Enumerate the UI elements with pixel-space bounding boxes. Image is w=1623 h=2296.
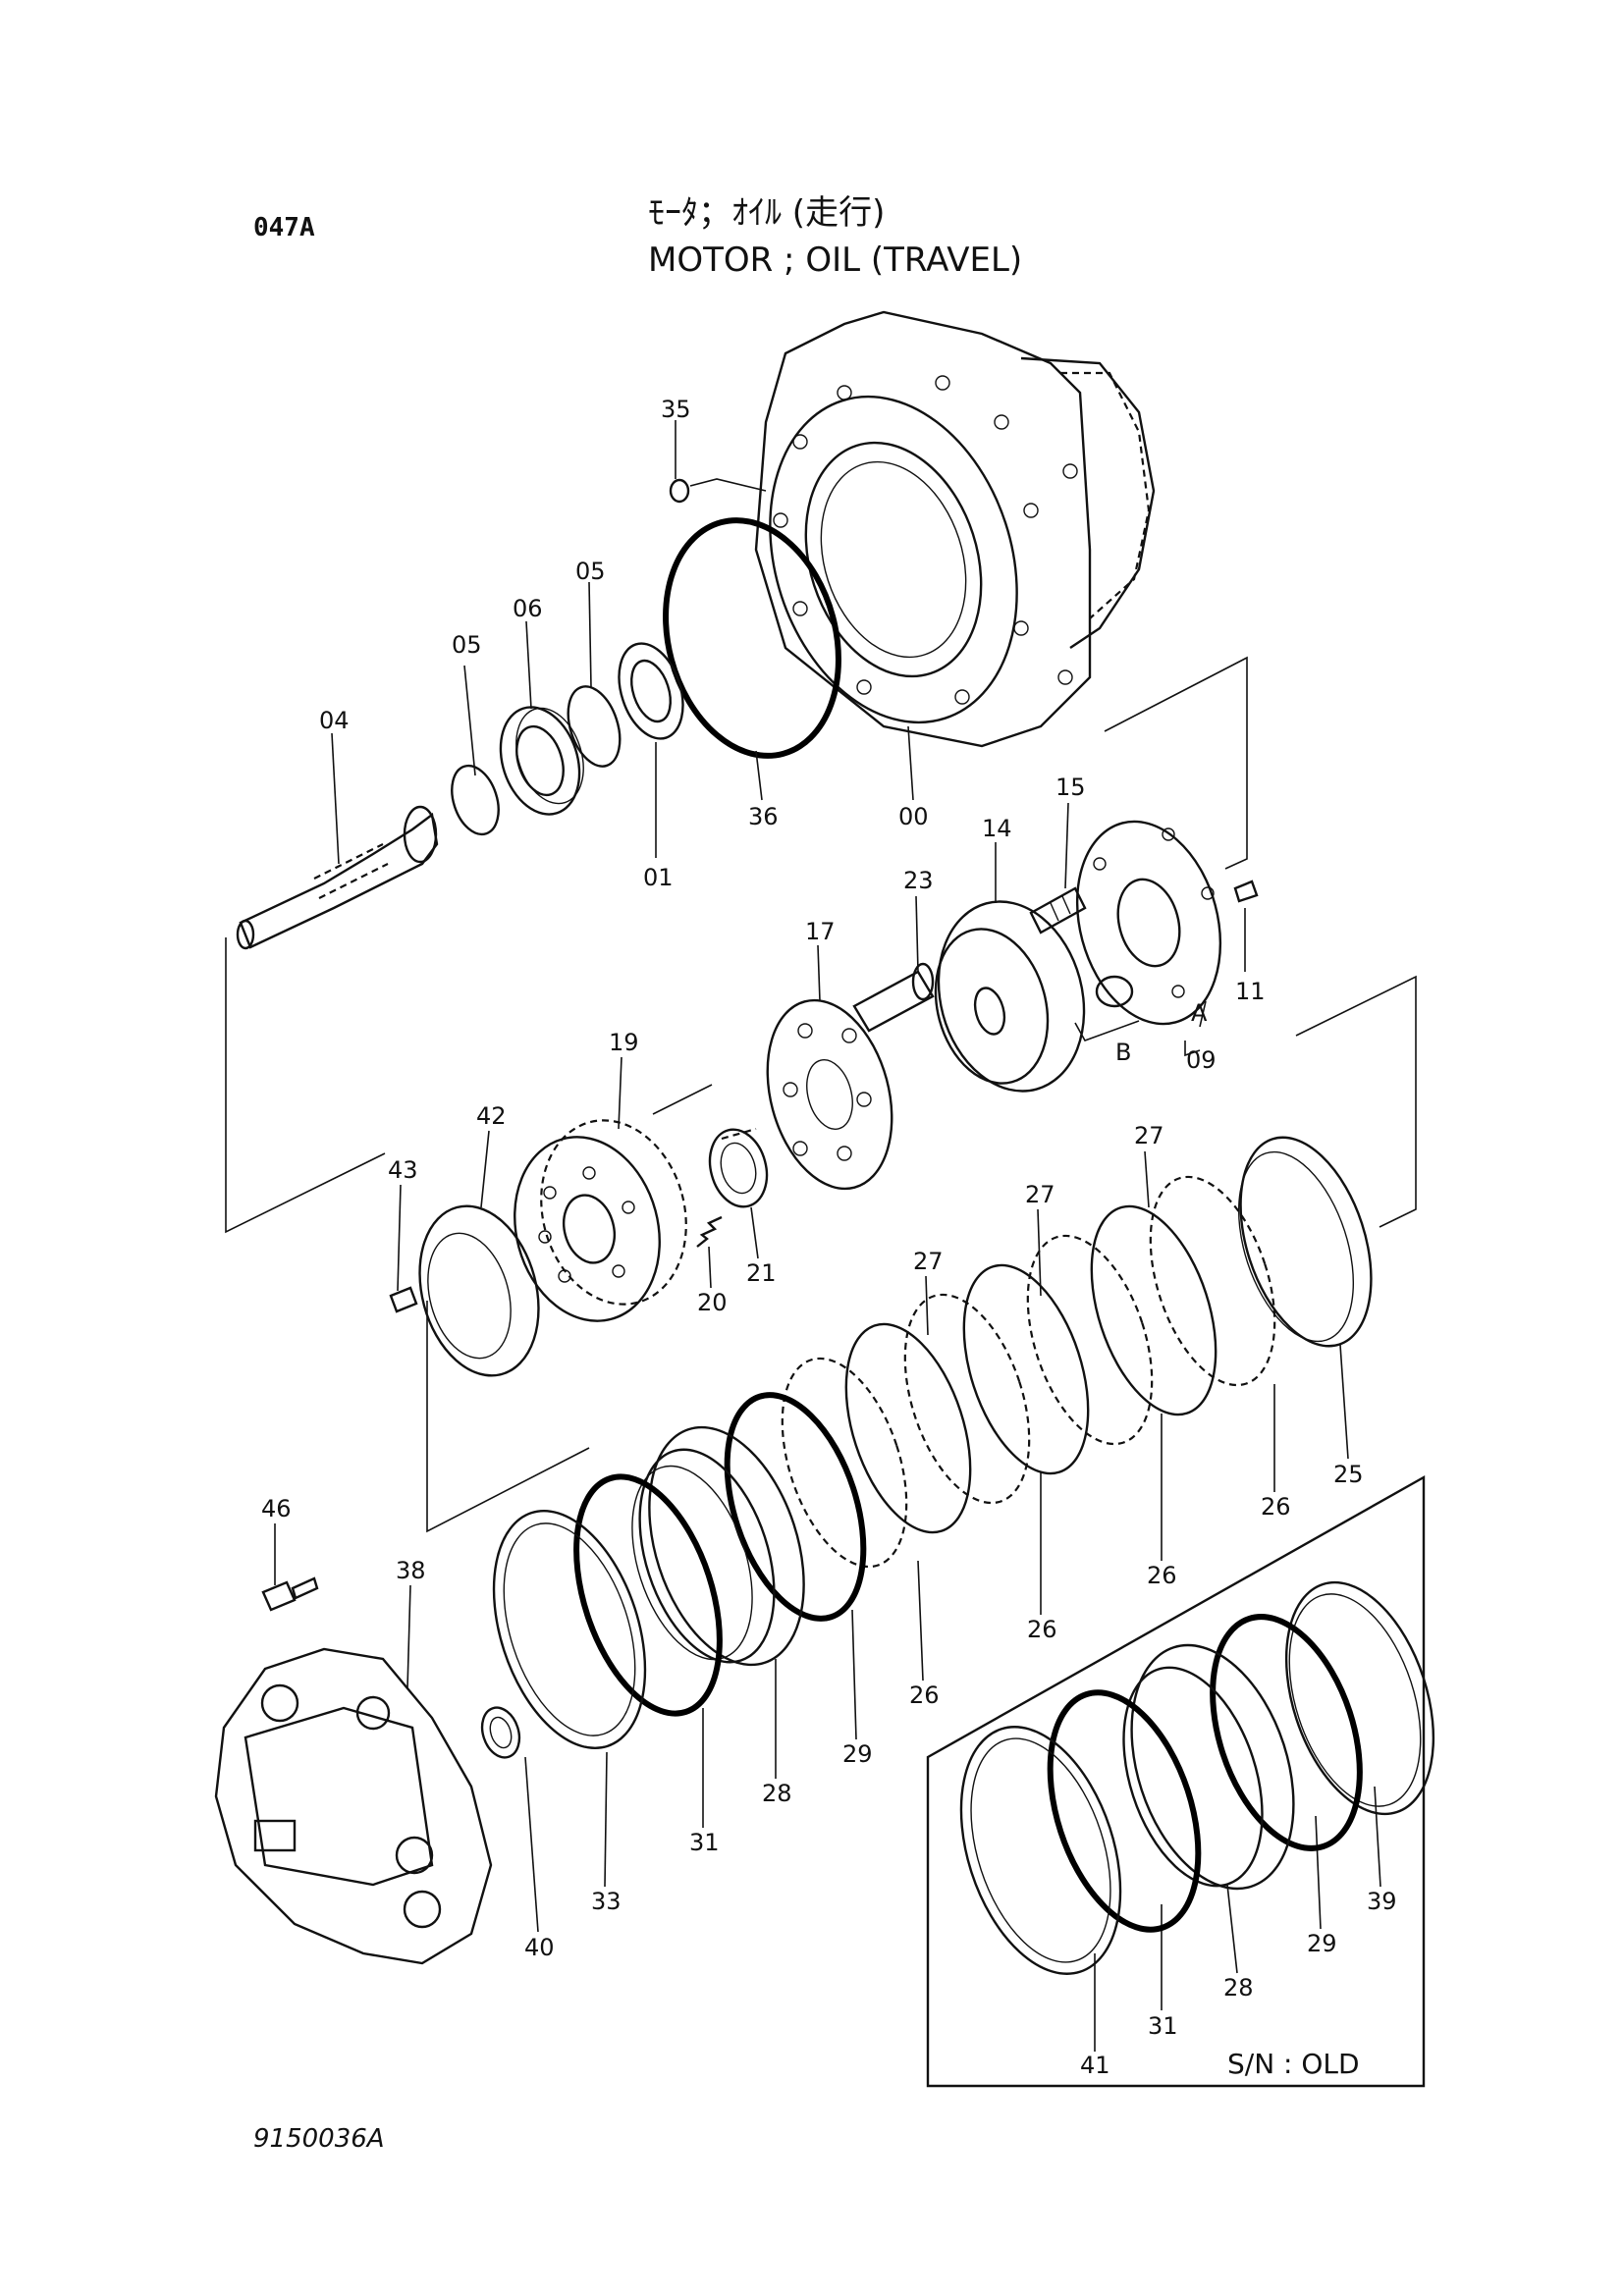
part-06-bearing	[499, 706, 584, 816]
title-japanese: ﾓｰﾀ；ｵｲﾙ (走行)	[648, 193, 885, 233]
part-38-valve-cover	[214, 1647, 493, 1965]
part-36-o-ring	[663, 517, 841, 759]
callout-06: 06	[513, 595, 543, 622]
callout-05-b: 05	[575, 558, 606, 585]
part-46-bolt	[261, 1576, 319, 1612]
callout-00: 00	[898, 803, 929, 830]
part-01-seal	[618, 642, 684, 740]
callout-29: 29	[842, 1740, 873, 1768]
callout-26-d: 26	[909, 1682, 940, 1709]
part-19-cylinder-block	[514, 1119, 687, 1322]
part-40-bearing	[480, 1706, 521, 1759]
title-english: MOTOR ; OIL (TRAVEL)	[648, 240, 1022, 280]
callout-35: 35	[661, 396, 691, 423]
callout-31-inset: 31	[1148, 2012, 1178, 2040]
callout-14: 14	[982, 815, 1012, 842]
callout-27-b: 27	[1025, 1181, 1055, 1208]
callout-25: 25	[1333, 1461, 1364, 1488]
callout-05: 05	[452, 631, 482, 659]
callout-26-c: 26	[1027, 1616, 1057, 1643]
part-23-valve	[852, 962, 935, 1033]
drawing-number: 9150036A	[253, 2124, 385, 2154]
callout-27-c: 27	[913, 1248, 944, 1275]
assembly-center-lines	[225, 656, 1417, 1533]
callout-11: 11	[1235, 978, 1266, 1005]
callout-29-inset: 29	[1307, 1930, 1337, 1957]
part-35-o-ring	[669, 478, 690, 504]
page-code: 047A	[253, 213, 315, 242]
callout-27-a: 27	[1134, 1122, 1164, 1149]
callout-15: 15	[1055, 774, 1086, 801]
callout-42: 42	[476, 1102, 507, 1130]
callout-26-b: 26	[1147, 1562, 1177, 1589]
part-28-brake-piston	[631, 1425, 805, 1667]
callout-a: A	[1191, 999, 1208, 1027]
callout-23: 23	[903, 867, 934, 894]
part-05-snap-ring	[567, 685, 622, 768]
part-20-spring	[696, 1215, 723, 1248]
part-14-piston	[934, 900, 1086, 1093]
callout-39-inset: 39	[1367, 1888, 1397, 1915]
callout-04: 04	[319, 707, 350, 734]
leader-lines	[274, 420, 1381, 2052]
callout-26-a: 26	[1261, 1493, 1291, 1521]
part-43-pin	[389, 1286, 418, 1313]
part-42-swash-plate	[418, 1204, 540, 1377]
callout-33: 33	[591, 1888, 622, 1915]
part-31-o-ring	[573, 1473, 723, 1717]
part-21-bushing	[708, 1127, 769, 1208]
part-15-pin	[1029, 886, 1087, 934]
callout-b: B	[1115, 1039, 1131, 1066]
part-04-shaft	[236, 805, 439, 950]
callout-01: 01	[643, 864, 674, 891]
part-00-housing	[754, 310, 1156, 748]
callout-40: 40	[524, 1934, 555, 1961]
callout-31: 31	[689, 1829, 720, 1856]
part-09-plate	[1075, 820, 1222, 1026]
callout-09: 09	[1186, 1046, 1217, 1074]
part-11-pin	[1233, 880, 1259, 903]
part-26-27-friction-plates	[781, 1175, 1276, 1569]
callout-38: 38	[396, 1557, 426, 1584]
callout-20: 20	[697, 1289, 728, 1316]
part-29-o-ring	[724, 1392, 867, 1622]
callout-28: 28	[762, 1780, 792, 1807]
callout-19: 19	[609, 1029, 639, 1056]
part-33-ring	[492, 1509, 647, 1750]
part-09-plug-b	[1095, 975, 1134, 1008]
inset-sn-old: S/N : OLD	[926, 1474, 1435, 2088]
inset-label: S/N : OLD	[1227, 2048, 1360, 2080]
callout-21: 21	[746, 1259, 777, 1287]
callout-46: 46	[261, 1495, 292, 1522]
callout-36: 36	[748, 803, 779, 830]
callout-28-inset: 28	[1223, 1974, 1254, 2002]
callout-labels: 35 05 06 05 04 36 00 01 15 14 23 17 11 A…	[261, 396, 1397, 2079]
callout-41-inset: 41	[1080, 2052, 1110, 2079]
callout-43: 43	[388, 1156, 418, 1184]
part-05-snap-ring-2	[451, 764, 500, 836]
callout-17: 17	[805, 918, 836, 945]
part-17-valve-plate	[766, 998, 893, 1191]
part-25-ring	[1239, 1136, 1373, 1348]
